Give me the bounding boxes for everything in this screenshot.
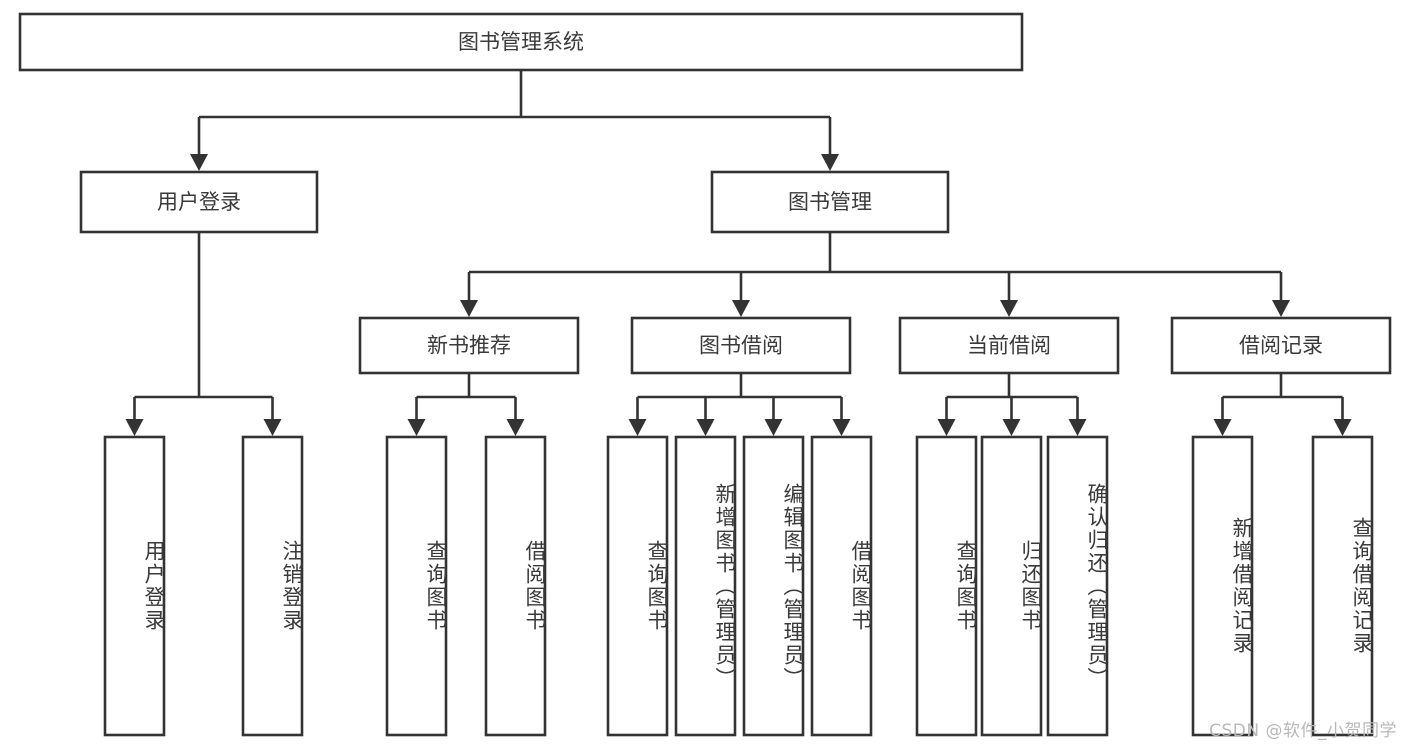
arrow-head-icon xyxy=(1002,419,1021,436)
connector-layer xyxy=(125,70,1352,436)
arrow-head-icon xyxy=(821,154,839,171)
node-box-rect xyxy=(241,435,304,737)
node-box-rect xyxy=(1046,435,1109,737)
node-box-rect xyxy=(810,435,873,737)
node-label: 用户登录 xyxy=(157,190,241,214)
node-box-rect xyxy=(1191,435,1254,737)
arrow-head-icon xyxy=(732,300,750,317)
node-leaf-4[interactable] xyxy=(606,435,669,737)
node-label: 新书推荐 xyxy=(427,334,511,358)
arrow-head-icon xyxy=(1272,300,1290,317)
node-box-rect xyxy=(79,170,319,234)
node-box-rect xyxy=(358,316,580,375)
arrow-head-icon xyxy=(764,419,783,436)
node-leaf-9[interactable] xyxy=(980,435,1043,737)
arrow-head-icon xyxy=(937,419,956,436)
node-box-rect xyxy=(18,12,1024,72)
node-leaf-7[interactable] xyxy=(810,435,873,737)
watermark-text: CSDN @软件_小贺同学 xyxy=(1209,721,1397,741)
node-leaf-5[interactable] xyxy=(674,435,737,737)
arrow-head-icon xyxy=(1068,419,1087,436)
node-l2-2[interactable] xyxy=(898,316,1120,375)
node-root[interactable] xyxy=(18,12,1024,72)
node-box-rect xyxy=(103,435,166,737)
node-box-rect xyxy=(385,435,448,737)
arrow-head-icon xyxy=(407,419,426,436)
node-label: 借阅记录 xyxy=(1239,334,1323,358)
node-leaf-1[interactable] xyxy=(241,435,304,737)
node-leaf-11[interactable] xyxy=(1191,435,1254,737)
node-l1-0[interactable] xyxy=(79,170,319,234)
arrow-head-icon xyxy=(832,419,851,436)
node-l2-3[interactable] xyxy=(1170,316,1392,375)
node-box-rect xyxy=(674,435,737,737)
node-box-rect xyxy=(898,316,1120,375)
node-box-rect xyxy=(606,435,669,737)
arrow-head-icon xyxy=(628,419,647,436)
arrow-head-icon xyxy=(263,419,282,436)
node-box-rect xyxy=(484,435,547,737)
arrow-head-icon xyxy=(1213,419,1232,436)
node-box-rect xyxy=(980,435,1043,737)
arrow-head-icon xyxy=(1333,419,1352,436)
arrow-head-icon xyxy=(696,419,715,436)
node-box-rect xyxy=(915,435,978,737)
box-layer xyxy=(18,12,1392,737)
node-l2-0[interactable] xyxy=(358,316,580,375)
arrow-head-icon xyxy=(125,419,144,436)
node-leaf-6[interactable] xyxy=(742,435,805,737)
arrow-head-icon xyxy=(190,154,208,171)
arrow-head-icon xyxy=(460,300,478,317)
node-leaf-2[interactable] xyxy=(385,435,448,737)
node-l2-1[interactable] xyxy=(630,316,852,375)
node-leaf-0[interactable] xyxy=(103,435,166,737)
arrow-head-icon xyxy=(506,419,525,436)
node-label: 图书借阅 xyxy=(699,334,783,358)
node-box-rect xyxy=(1170,316,1392,375)
node-label: 图书管理 xyxy=(788,190,872,214)
node-label: 图书管理系统 xyxy=(458,30,584,54)
node-label: 当前借阅 xyxy=(967,334,1051,358)
node-box-rect xyxy=(742,435,805,737)
node-leaf-12[interactable] xyxy=(1311,435,1374,737)
node-leaf-3[interactable] xyxy=(484,435,547,737)
node-leaf-10[interactable] xyxy=(1046,435,1109,737)
node-box-rect xyxy=(630,316,852,375)
node-l1-1[interactable] xyxy=(710,170,950,234)
node-box-rect xyxy=(710,170,950,234)
node-box-rect xyxy=(1311,435,1374,737)
node-leaf-8[interactable] xyxy=(915,435,978,737)
arrow-head-icon xyxy=(1000,300,1018,317)
